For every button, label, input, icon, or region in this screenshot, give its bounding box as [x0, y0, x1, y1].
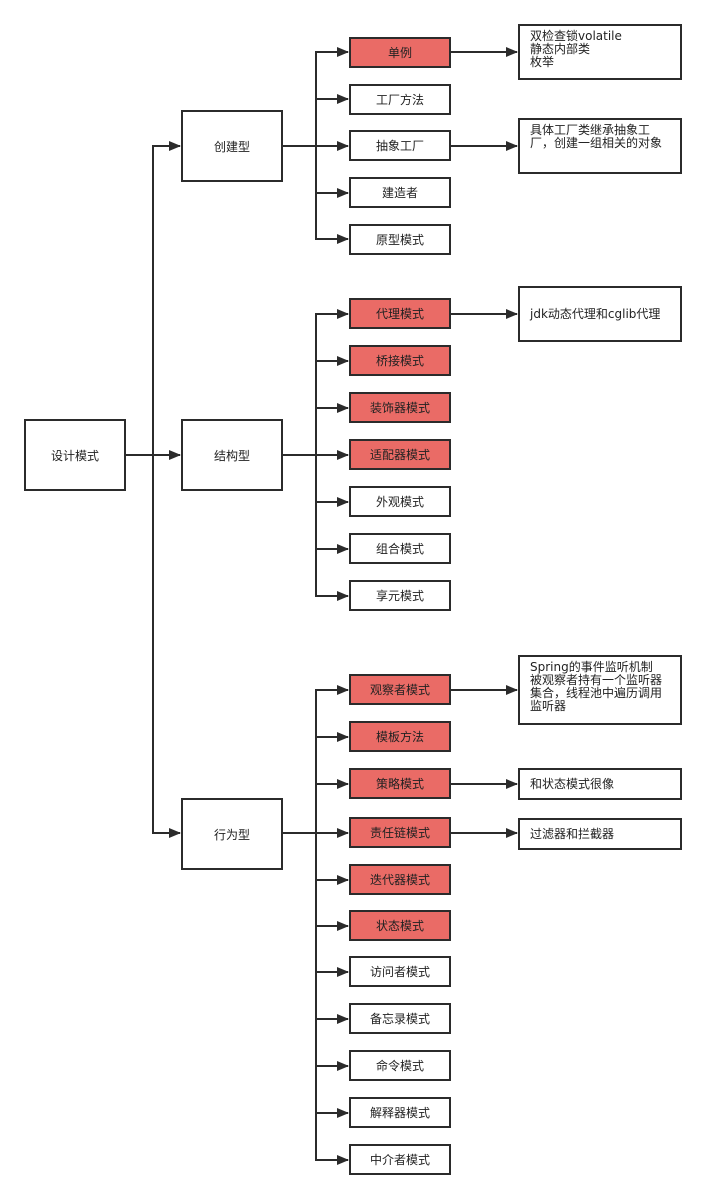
pattern-adapter: 适配器模式 — [349, 439, 451, 470]
pattern-composite: 组合模式 — [349, 533, 451, 564]
note-observer: Spring的事件监听机制 被观察者持有一个监听器集合，线程池中遍历调用监听器 — [518, 655, 682, 725]
pattern-memento: 备忘录模式 — [349, 1003, 451, 1034]
category-structural: 结构型 — [181, 419, 283, 491]
note-line: 具体工厂类继承抽象工厂，创建一组相关的对象 — [530, 123, 663, 150]
pattern-mediator: 中介者模式 — [349, 1144, 451, 1175]
pattern-state: 状态模式 — [349, 910, 451, 941]
note-chain-of-responsibility: 过滤器和拦截器 — [518, 818, 682, 850]
note-singleton: 双检查锁volatile 静态内部类 枚举 — [518, 24, 682, 80]
pattern-strategy: 策略模式 — [349, 768, 451, 799]
pattern-flyweight: 享元模式 — [349, 580, 451, 611]
pattern-singleton: 单例 — [349, 37, 451, 68]
note-line: 静态内部类 — [530, 42, 591, 56]
pattern-chain-of-responsibility: 责任链模式 — [349, 817, 451, 848]
pattern-proxy: 代理模式 — [349, 298, 451, 329]
pattern-decorator: 装饰器模式 — [349, 392, 451, 423]
note-line: 被观察者持有一个监听器集合，线程池中遍历调用监听器 — [530, 673, 663, 713]
note-line: Spring的事件监听机制 — [530, 660, 653, 674]
pattern-visitor: 访问者模式 — [349, 956, 451, 987]
note-strategy: 和状态模式很像 — [518, 768, 682, 800]
pattern-prototype: 原型模式 — [349, 224, 451, 255]
pattern-bridge: 桥接模式 — [349, 345, 451, 376]
pattern-abstract-factory: 抽象工厂 — [349, 130, 451, 161]
pattern-observer: 观察者模式 — [349, 674, 451, 705]
note-line: 双检查锁volatile — [530, 29, 622, 43]
category-creational: 创建型 — [181, 110, 283, 182]
pattern-template-method: 模板方法 — [349, 721, 451, 752]
pattern-command: 命令模式 — [349, 1050, 451, 1081]
note-line: jdk动态代理和cglib代理 — [530, 306, 661, 321]
note-line: 过滤器和拦截器 — [530, 826, 615, 841]
pattern-iterator: 迭代器模式 — [349, 864, 451, 895]
note-abstract-factory: 具体工厂类继承抽象工厂，创建一组相关的对象 — [518, 118, 682, 174]
pattern-builder: 建造者 — [349, 177, 451, 208]
note-proxy: jdk动态代理和cglib代理 — [518, 286, 682, 342]
root-node: 设计模式 — [24, 419, 126, 491]
note-line: 枚举 — [530, 55, 555, 69]
category-behavioral: 行为型 — [181, 798, 283, 870]
pattern-facade: 外观模式 — [349, 486, 451, 517]
note-line: 和状态模式很像 — [530, 776, 615, 791]
pattern-factory-method: 工厂方法 — [349, 84, 451, 115]
pattern-interpreter: 解释器模式 — [349, 1097, 451, 1128]
